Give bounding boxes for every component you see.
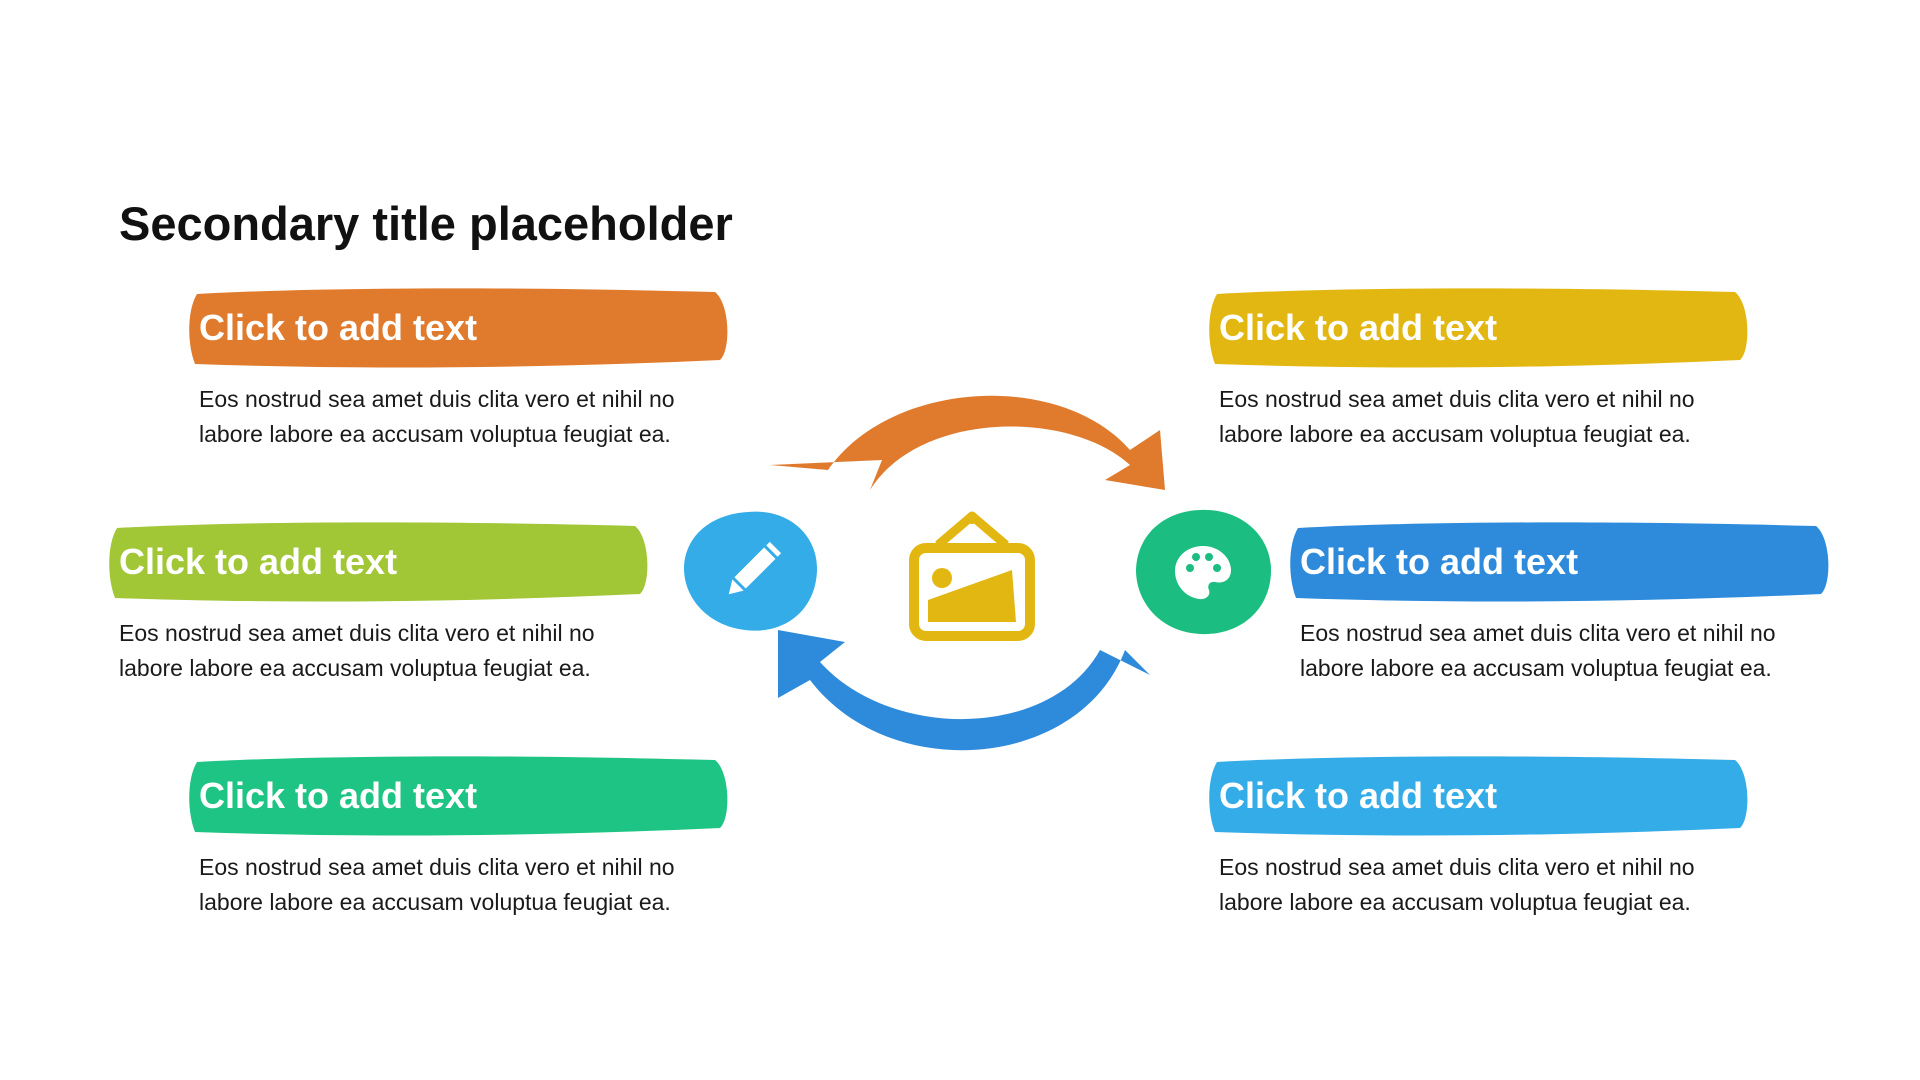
heading-label: Click to add text <box>1219 307 1498 348</box>
cycle-arrow-top <box>770 395 1165 490</box>
pencil-badge[interactable] <box>684 511 818 631</box>
heading-banner-sky[interactable]: Click to add text <box>1205 752 1750 840</box>
text-item-bottom-left: Click to add text Eos nostrud sea amet d… <box>185 752 730 920</box>
picture-frame-icon <box>909 511 1035 641</box>
text-item-top-right: Click to add text Eos nostrud sea amet d… <box>1205 284 1750 452</box>
heading-banner-blue[interactable]: Click to add text <box>1286 518 1831 606</box>
description-text: Eos nostrud sea amet duis clita vero et … <box>1219 386 1695 447</box>
heading-label: Click to add text <box>1219 775 1498 816</box>
heading-banner-green[interactable]: Click to add text <box>185 752 730 840</box>
palette-icon <box>1175 546 1231 600</box>
cycle-diagram <box>684 395 1272 751</box>
text-item-top-left: Click to add text Eos nostrud sea amet d… <box>185 284 730 452</box>
description-text: Eos nostrud sea amet duis clita vero et … <box>1300 620 1776 681</box>
description-text: Eos nostrud sea amet duis clita vero et … <box>119 620 595 681</box>
heading-label: Click to add text <box>1300 541 1579 582</box>
heading-label: Click to add text <box>199 775 478 816</box>
heading-banner-orange[interactable]: Click to add text <box>185 284 730 372</box>
description-text: Eos nostrud sea amet duis clita vero et … <box>199 854 675 915</box>
heading-label: Click to add text <box>119 541 398 582</box>
palette-badge[interactable] <box>1136 509 1272 635</box>
heading-banner-lime[interactable]: Click to add text <box>105 518 650 606</box>
description-text: Eos nostrud sea amet duis clita vero et … <box>1219 854 1695 915</box>
text-item-middle-left: Click to add text Eos nostrud sea amet d… <box>105 518 650 686</box>
cycle-arrow-bottom <box>778 630 1150 751</box>
heading-banner-yellow[interactable]: Click to add text <box>1205 284 1750 372</box>
text-item-middle-right: Click to add text Eos nostrud sea amet d… <box>1286 518 1831 686</box>
page-title: Secondary title placeholder <box>119 197 733 250</box>
description-text: Eos nostrud sea amet duis clita vero et … <box>199 386 675 447</box>
text-item-bottom-right: Click to add text Eos nostrud sea amet d… <box>1205 752 1750 920</box>
heading-label: Click to add text <box>199 307 478 348</box>
pencil-icon <box>728 541 782 595</box>
